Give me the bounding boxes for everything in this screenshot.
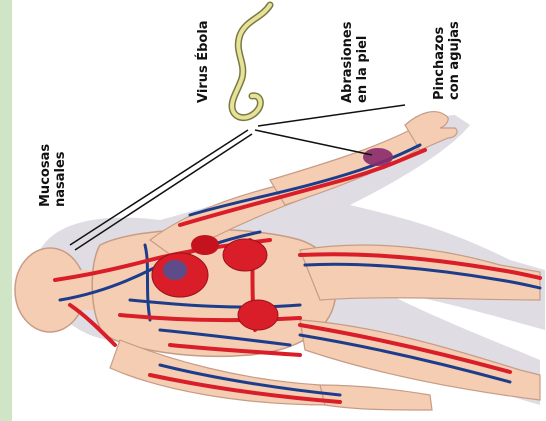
pointer-abrasiones xyxy=(255,130,372,155)
label-virus-ebola: Virus Ébola xyxy=(196,20,211,103)
head xyxy=(15,248,85,332)
skin-abrasion xyxy=(363,148,393,166)
label-pinchazos-agujas: Pinchazos con agujas xyxy=(432,21,462,100)
lung-lower xyxy=(238,300,278,330)
body-skin xyxy=(15,112,540,410)
liver xyxy=(191,235,219,255)
ebola-virus-icon xyxy=(232,5,270,118)
heart-highlight xyxy=(163,260,187,280)
lung-upper xyxy=(223,239,267,271)
lower-hand xyxy=(320,385,432,410)
pointer-pinchazos xyxy=(258,105,405,126)
label-mucosas-nasales: Mucosas nasales xyxy=(38,144,68,207)
label-abrasiones-piel: Abrasiones en la piel xyxy=(340,22,370,104)
